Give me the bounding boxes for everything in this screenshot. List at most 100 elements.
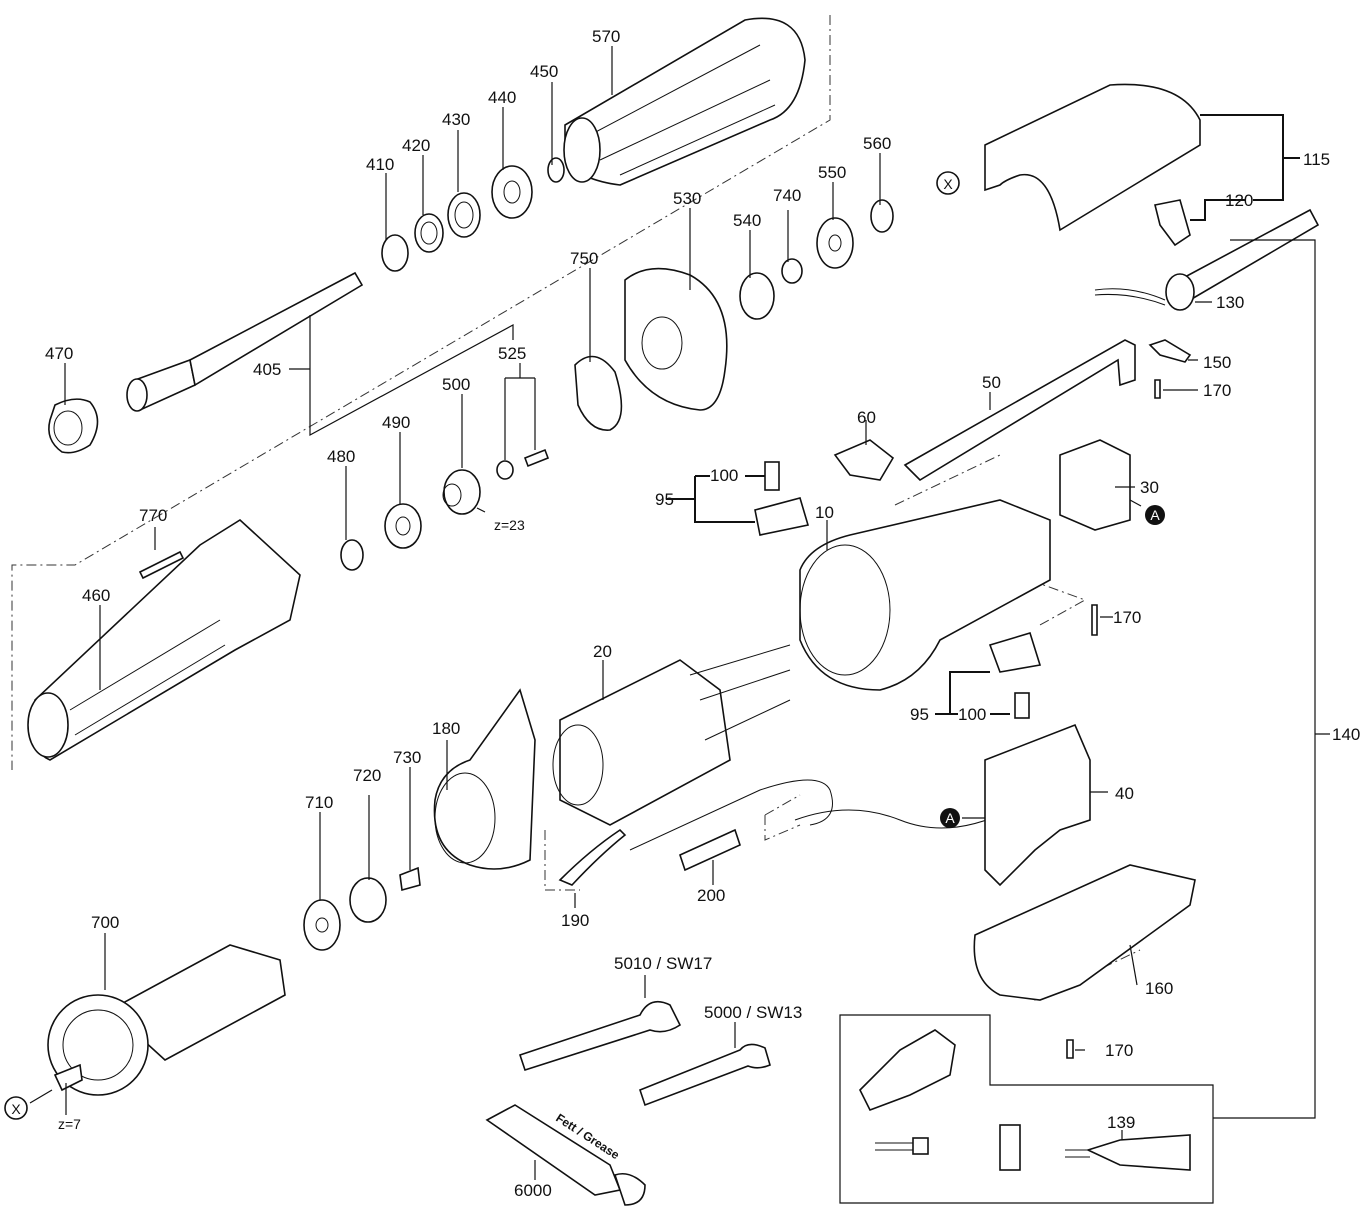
label-20: 20 <box>593 642 612 661</box>
part-20-field-coil <box>552 644 791 826</box>
label-720: 720 <box>353 766 381 785</box>
label-160: 160 <box>1145 979 1173 998</box>
part-730-bushing <box>399 866 421 892</box>
label-540: 540 <box>733 211 761 230</box>
label-405: 405 <box>253 360 281 379</box>
part-120-clamp <box>1154 199 1191 247</box>
part-460-gear-housing <box>27 518 301 761</box>
label-5000-sw13: 5000 / SW13 <box>704 1003 802 1022</box>
label-115: 115 <box>1303 150 1330 169</box>
part-560-circlip <box>870 199 894 233</box>
part-50-switch-bar <box>903 339 1136 482</box>
part-190-spring <box>558 828 627 886</box>
label-130: 130 <box>1216 293 1244 312</box>
label-6000: 6000 <box>514 1181 552 1200</box>
part-wire-a <box>794 809 1011 829</box>
label-139: 139 <box>1107 1113 1135 1132</box>
label-z23: z=23 <box>494 517 525 533</box>
plug-139 <box>1085 1134 1191 1171</box>
part-10-motor-housing <box>799 499 1051 691</box>
label-440: 440 <box>488 88 516 107</box>
part-720-ring <box>349 877 387 923</box>
label-z7: z=7 <box>58 1116 81 1132</box>
plug-cable-us <box>875 1142 915 1151</box>
label-5010-sw17: 5010 / SW17 <box>614 954 712 973</box>
x-marker-top: X <box>936 171 960 195</box>
label-190: 190 <box>561 911 589 930</box>
label-550: 550 <box>818 163 846 182</box>
label-100-a: 100 <box>710 466 738 485</box>
label-170-b: 170 <box>1113 608 1141 627</box>
part-750-oring <box>574 355 623 431</box>
label-150: 150 <box>1203 353 1231 372</box>
a-marker-top: A <box>1145 505 1165 525</box>
plug-us <box>912 1137 929 1155</box>
part-5010-wrench <box>518 1000 682 1072</box>
label-525: 525 <box>498 344 526 363</box>
label-95-b: 95 <box>910 705 929 724</box>
x-marker-top-label: X <box>943 176 953 192</box>
assembly-axis-upper <box>11 15 831 770</box>
plug-schuko <box>859 1029 956 1112</box>
part-5000-wrench <box>639 1043 771 1107</box>
a-marker-top-label: A <box>1150 507 1160 523</box>
label-40: 40 <box>1115 784 1134 803</box>
part-6000-grease-tube <box>485 1104 646 1206</box>
label-10: 10 <box>815 503 834 522</box>
part-40-electronic-module <box>984 723 1091 887</box>
label-710: 710 <box>305 793 333 812</box>
part-525-screw <box>523 448 550 468</box>
label-120: 120 <box>1225 191 1253 210</box>
label-530: 530 <box>673 189 701 208</box>
part-430-washer <box>447 192 481 238</box>
label-460: 460 <box>82 586 110 605</box>
label-750: 750 <box>570 249 598 268</box>
part-170-screw-b <box>1091 604 1098 636</box>
part-130-cable-sleeve <box>1094 208 1320 311</box>
label-95-a: 95 <box>655 490 674 509</box>
part-160-handle-shell <box>973 864 1196 1001</box>
part-420-washer <box>414 213 444 253</box>
part-170-screw-c <box>1066 1039 1074 1059</box>
part-570-sleeve <box>563 17 806 186</box>
part-740-spring <box>781 258 803 284</box>
label-730: 730 <box>393 748 421 767</box>
label-700: 700 <box>91 913 119 932</box>
leader-lines <box>29 46 1330 1180</box>
label-50: 50 <box>982 373 1001 392</box>
part-440-bearing <box>491 165 533 219</box>
part-number-labels: 570 450 440 430 420 410 470 405 525 500 … <box>45 27 1360 1200</box>
label-100-b: 100 <box>958 705 986 724</box>
part-115-cover <box>984 83 1201 232</box>
part-490-bearing <box>384 503 422 549</box>
part-470-nut <box>48 398 99 454</box>
label-140: 140 <box>1332 725 1360 744</box>
plug-uk <box>999 1124 1021 1171</box>
part-95-brush-holder-b <box>988 632 1042 673</box>
part-200-capacitor <box>679 828 741 872</box>
plug-variants-box <box>839 1014 1214 1204</box>
label-500: 500 <box>442 375 470 394</box>
part-60-slider <box>833 439 895 481</box>
label-570: 570 <box>592 27 620 46</box>
label-470: 470 <box>45 344 73 363</box>
label-180: 180 <box>432 719 460 738</box>
part-wire <box>629 779 833 851</box>
part-100-brush-b <box>1014 692 1030 719</box>
label-200: 200 <box>697 886 725 905</box>
part-170-screw-a <box>1154 379 1161 399</box>
part-480-ring <box>340 539 364 571</box>
part-770-screw <box>138 550 185 580</box>
part-450-circlip <box>547 157 565 183</box>
label-30: 30 <box>1140 478 1159 497</box>
part-405-spindle <box>126 271 364 412</box>
part-700-armature <box>47 944 286 1096</box>
label-490: 490 <box>382 413 410 432</box>
label-770: 770 <box>139 506 167 525</box>
a-marker-bottom: A <box>940 808 960 828</box>
label-420: 420 <box>402 136 430 155</box>
label-430: 430 <box>442 110 470 129</box>
a-marker-bottom-label: A <box>945 810 955 826</box>
part-150-clamp <box>1148 339 1192 363</box>
part-530-flange <box>624 267 728 411</box>
